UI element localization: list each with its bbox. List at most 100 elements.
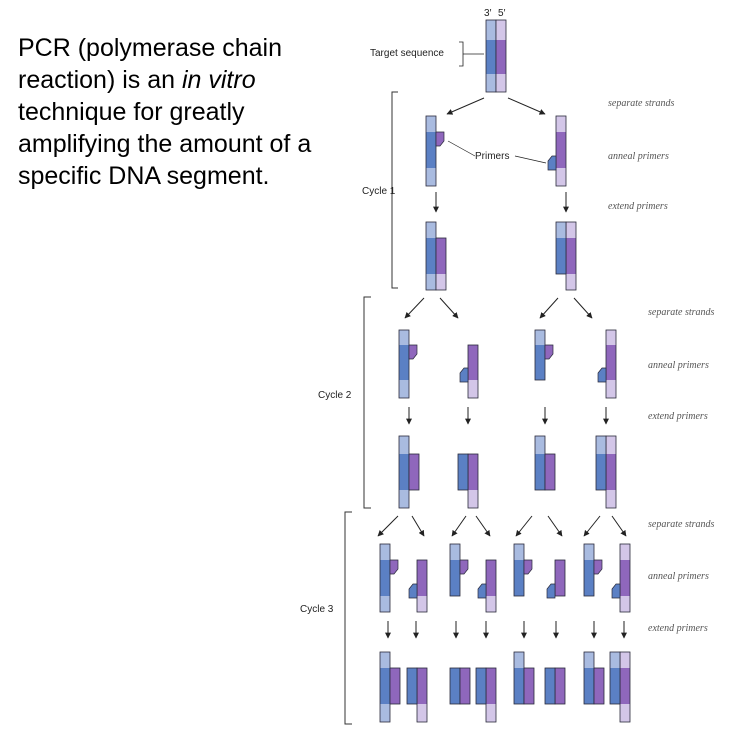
- cycle-2-label: Cycle 2: [318, 390, 352, 401]
- c3-ext-5-template-seg: [514, 668, 524, 704]
- arrow-c3-separate-g: [583, 515, 601, 537]
- primers-label: Primers: [475, 151, 509, 162]
- target-bracket: [459, 41, 484, 67]
- c1-extended-new-right-seg: [556, 222, 566, 238]
- original-strand-3to5-seg: [486, 20, 496, 40]
- intro-text-italic: in vitro: [181, 66, 256, 94]
- c2-ext-b-new-outline: [457, 453, 469, 491]
- c3-ext-4-template-seg: [486, 704, 496, 722]
- c3-ext-6-template-seg: [555, 668, 565, 704]
- c1-extended-new-left-outline: [435, 237, 447, 291]
- c1-extended-template-right-seg: [566, 222, 576, 238]
- c3-ext-2-new-outline: [406, 667, 418, 705]
- c1-single-strand-left-seg: [426, 168, 436, 186]
- cycle-3-label: Cycle 3: [300, 604, 334, 615]
- c2-ext-b-template-seg: [468, 490, 478, 508]
- c3-ext-8-new-seg: [610, 668, 620, 704]
- c2-ext-b-new-seg: [458, 454, 468, 490]
- cycle-1-bracket: [391, 91, 398, 289]
- c3-ext-4-template-seg: [486, 668, 496, 704]
- step-extend-c1: extend primers: [608, 201, 668, 212]
- c3-strand-8-seg: [620, 544, 630, 560]
- c1-extended-new-left-seg: [436, 274, 446, 290]
- step-separate-c3: separate strands: [648, 519, 715, 530]
- step-separate-c1: separate strands: [608, 98, 675, 109]
- c1-extended-template-left-seg: [426, 222, 436, 238]
- c2-primer-d: [597, 367, 607, 383]
- c1-extended-template-left-seg: [426, 274, 436, 290]
- c2-ext-c-new-seg: [545, 454, 555, 490]
- arrow-c3-separate-c: [451, 515, 467, 537]
- arrow-separate-c1-right: [507, 97, 546, 115]
- c3-ext-8-template-seg: [620, 652, 630, 668]
- original-strand-5to3-outline: [495, 19, 507, 93]
- c3-ext-6-new-outline: [544, 667, 556, 705]
- c3-ext-1-template-seg: [380, 668, 390, 704]
- c2-strand-a-seg: [399, 330, 409, 345]
- c1-single-strand-right-outline: [555, 115, 567, 187]
- c1-single-strand-left-seg: [426, 132, 436, 168]
- c3-ext-7-template-seg: [584, 668, 594, 704]
- step-extend-c3: extend primers: [648, 623, 708, 634]
- c2-primer-c: [544, 344, 554, 360]
- c3-ext-5-new-outline: [523, 667, 535, 705]
- c3-primer-5: [523, 559, 533, 575]
- c3-ext-8-template-seg: [620, 668, 630, 704]
- c2-ext-c-new-outline: [544, 453, 556, 491]
- arrow-c3-separate-b: [411, 515, 425, 537]
- c2-strand-d-seg: [606, 380, 616, 398]
- c1-extended-template-left-seg: [426, 238, 436, 274]
- c3-primer-3: [459, 559, 469, 575]
- arrow-c2-d: [573, 297, 593, 319]
- c2-primer-a: [408, 344, 418, 360]
- c2-strand-d-seg: [606, 330, 616, 345]
- step-anneal-c1: anneal primers: [608, 151, 669, 162]
- c3-primer-2: [408, 583, 418, 599]
- c2-ext-d-template-seg: [606, 436, 616, 454]
- c2-ext-a-template-seg: [399, 454, 409, 490]
- c3-ext-8-new-outline: [609, 651, 621, 705]
- c3-ext-7-template-seg: [584, 652, 594, 668]
- c3-strand-5-seg: [514, 560, 524, 596]
- arrow-c3-separate-d: [475, 515, 491, 537]
- intro-text: PCR (polymerase chain reaction) is an in…: [18, 32, 318, 192]
- c1-primer-right: [547, 155, 557, 171]
- c2-ext-b-template-seg: [468, 454, 478, 490]
- arrow-c3-separate-h: [611, 515, 627, 537]
- c3-primer-1: [389, 559, 399, 575]
- c3-ext-7-new-seg: [594, 668, 604, 704]
- c2-strand-a-outline: [398, 329, 410, 399]
- c2-ext-a-template-seg: [399, 490, 409, 508]
- c3-strand-1-seg: [380, 544, 390, 560]
- arrow-c3-separate-f: [547, 515, 563, 537]
- c3-strand-8-seg: [620, 596, 630, 612]
- c3-strand-1-seg: [380, 560, 390, 596]
- c2-strand-d-seg: [606, 345, 616, 380]
- intro-text-end: technique for greatly amplifying the amo…: [18, 98, 312, 190]
- c2-ext-d-new-outline: [595, 435, 607, 491]
- c1-primer-left: [435, 131, 445, 147]
- original-strand-3to5-seg: [486, 40, 496, 74]
- c3-strand-3-seg: [450, 560, 460, 596]
- c3-strand-6-outline: [554, 559, 566, 597]
- c2-ext-d-new-seg: [596, 454, 606, 490]
- c3-strand-1-seg: [380, 596, 390, 612]
- c1-single-strand-left-outline: [425, 115, 437, 187]
- arrow-c2-b: [439, 297, 459, 319]
- c1-extended-template-right-seg: [566, 238, 576, 274]
- c3-ext-1-template-seg: [380, 704, 390, 722]
- c3-strand-1-outline: [379, 543, 391, 613]
- c3-ext-1-new-seg: [390, 668, 400, 704]
- original-strand-5to3-seg: [496, 40, 506, 74]
- c1-extended-template-right-seg: [566, 274, 576, 290]
- c2-strand-d-outline: [605, 329, 617, 399]
- c3-ext-8-new-seg: [610, 652, 620, 668]
- target-sequence-label: Target sequence: [370, 48, 444, 59]
- c3-ext-5-new-seg: [524, 668, 534, 704]
- c2-strand-b-seg: [468, 345, 478, 380]
- c1-single-strand-right-seg: [556, 132, 566, 168]
- c3-primer-4: [477, 583, 487, 599]
- c2-ext-a-new-outline: [408, 453, 420, 491]
- c2-ext-c-template-seg: [535, 436, 545, 454]
